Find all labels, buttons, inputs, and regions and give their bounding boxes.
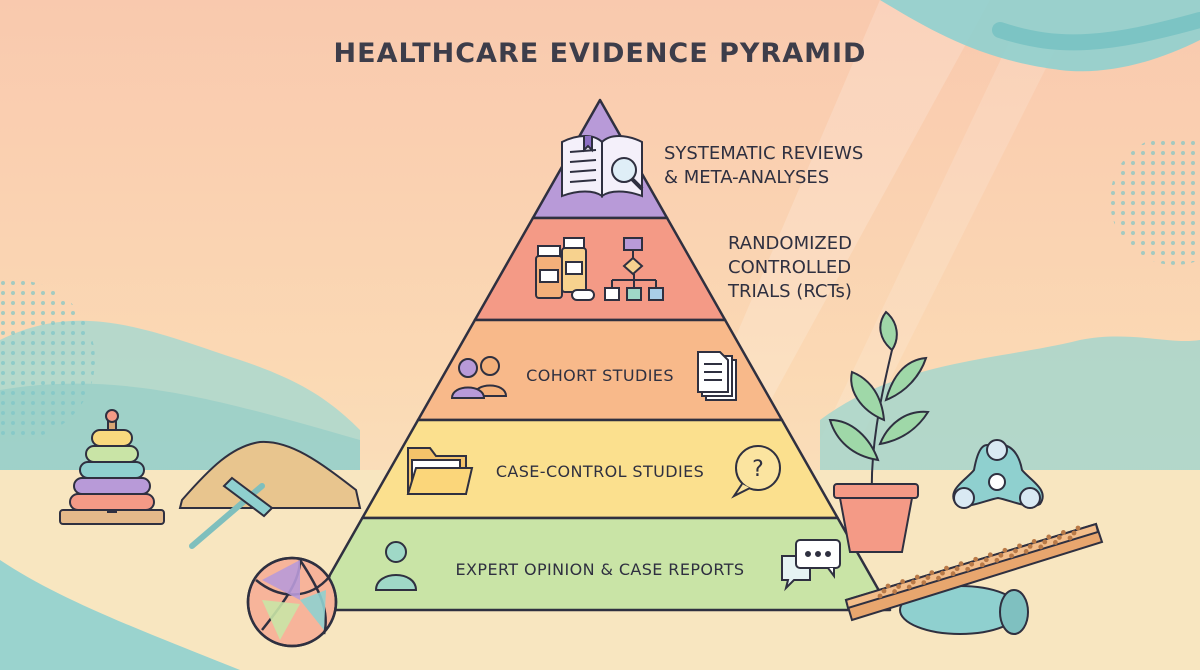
tier-label-expert-opinion: EXPERT OPINION & CASE REPORTS [456, 560, 745, 579]
person-icon [374, 541, 418, 591]
board-hole [885, 583, 891, 589]
dot-pattern [0, 280, 95, 440]
medicine-bottles-flowchart-icon [535, 237, 664, 301]
board-hole [936, 575, 941, 581]
board-hole [1038, 544, 1044, 550]
potted-plant-icon [828, 310, 930, 553]
light-ray [820, 40, 1060, 440]
brush-stroke-bottom [0, 560, 240, 670]
board-hole [914, 574, 920, 580]
board-hole [950, 571, 956, 577]
board-hole [900, 579, 906, 584]
stacking-rings-toy-icon [59, 409, 165, 525]
light-ray [700, 0, 990, 420]
board-hole [1071, 530, 1077, 536]
board-hole [1013, 548, 1018, 554]
sand-pile-rake-icon [178, 440, 362, 549]
board-hole [987, 552, 993, 558]
board-hole [881, 588, 887, 594]
board-hole [973, 556, 979, 562]
tier-label-line: TRIALS (RCTs) [727, 281, 852, 302]
board-hole [979, 562, 985, 568]
board-hole [1009, 553, 1014, 559]
open-book-magnifier-icon [561, 135, 644, 198]
board-hole [1056, 535, 1062, 540]
board-hole [896, 584, 902, 589]
board-hole [954, 566, 960, 572]
board-hole [877, 593, 883, 599]
board-hole [1060, 530, 1066, 535]
svg-text:?: ? [752, 457, 764, 482]
tier-label-rcts: RANDOMIZED CONTROLLED TRIALS (RCTs) [727, 233, 852, 302]
tier-label-line: & META-ANALYSES [664, 167, 829, 188]
board-hole [1046, 534, 1052, 540]
board-hole [998, 552, 1004, 558]
board-hole [1067, 535, 1073, 541]
board-hole [1052, 540, 1058, 545]
hill-right [820, 336, 1200, 480]
board-hole [1042, 539, 1048, 545]
board-hole [1027, 543, 1033, 549]
board-hole [1023, 548, 1029, 554]
board-hole [969, 561, 975, 567]
board-hole [925, 575, 931, 581]
folder-icon [406, 447, 474, 495]
tier-label-case-control: CASE-CONTROL STUDIES [496, 462, 704, 481]
board-hole [1031, 538, 1037, 544]
people-icon [450, 356, 508, 399]
board-hole [929, 570, 935, 576]
board-hole [965, 566, 971, 572]
tier-labels: COHORT STUDIES CASE-CONTROL STUDIES EXPE… [456, 366, 745, 579]
board-hole [944, 565, 949, 571]
tier-label-cohort: COHORT STUDIES [526, 366, 674, 385]
tier-label-line: RANDOMIZED [728, 233, 852, 254]
dot-pattern [1110, 135, 1200, 265]
board-hole [958, 561, 964, 567]
question-bubble-icon: ? [731, 445, 781, 499]
board-hole [910, 579, 916, 585]
fidget-spinner-icon [952, 439, 1044, 509]
balance-board-icon [844, 522, 1104, 635]
board-hole [921, 580, 927, 586]
board-hole [1075, 525, 1081, 531]
board-hole [940, 570, 945, 576]
board-hole [994, 557, 1000, 563]
tier-label-systematic-reviews: SYSTEMATIC REVIEWS & META-ANALYSES [664, 143, 863, 188]
board-hole [1002, 547, 1008, 553]
board-hole [892, 589, 898, 594]
tier-label-line: SYSTEMATIC REVIEWS [664, 143, 863, 164]
page-title: HEALTHCARE EVIDENCE PYRAMID [333, 38, 867, 69]
board-hole [906, 584, 912, 590]
brush-stroke [992, 12, 1200, 51]
speech-bubbles-icon [781, 539, 841, 592]
documents-icon [697, 351, 737, 401]
tier-label-line: CONTROLLED [728, 257, 851, 278]
board-hole [1017, 543, 1022, 549]
ball-icon [246, 556, 338, 648]
board-hole [983, 557, 989, 563]
